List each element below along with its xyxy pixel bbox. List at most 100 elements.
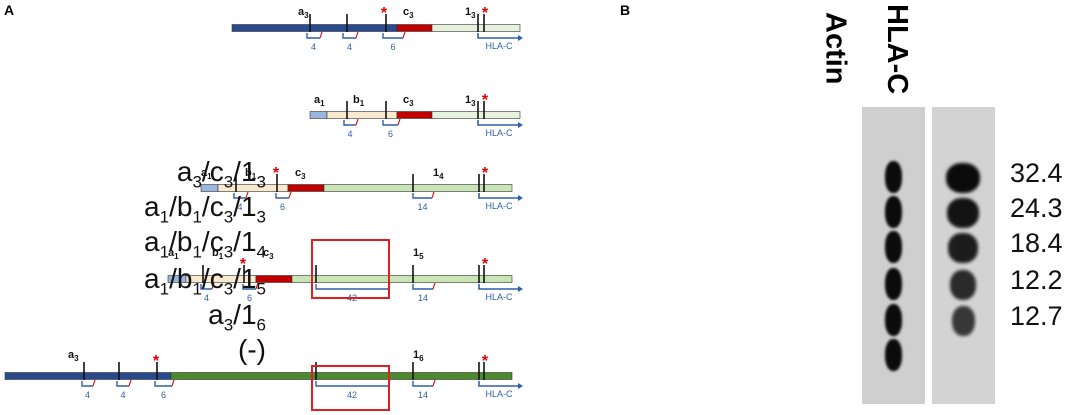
construct-0-stop-star-0: * [381, 5, 388, 22]
hla-band [947, 198, 979, 228]
construct-3-primer-arrow-1 [255, 282, 259, 290]
construct-3-primer-arrow-3 [432, 282, 436, 290]
construct-3-primer-bracket-3 [412, 284, 433, 290]
construct-3-stop-star-0: * [240, 256, 247, 273]
construct-2-stop-star-1: * [482, 165, 489, 182]
hla-band [946, 163, 980, 193]
construct-0-primer-bracket-2 [382, 33, 403, 39]
construct-1-exon-label-1: b1 [353, 94, 365, 108]
construct-3-hla-label: HLA-C [485, 292, 513, 302]
construct-2-primer-bracket-2 [412, 193, 432, 199]
lane-value: 32.4 [1010, 158, 1063, 188]
hla-band [948, 233, 978, 263]
construct-2-primer-arrow-1 [288, 191, 292, 199]
construct-4-primer-arrow-1 [128, 379, 132, 387]
construct-2-primer-arrow-2 [431, 191, 435, 199]
construct-4-exon-label-0: a3 [68, 349, 79, 363]
lane-label: a3/c3/13 [176, 156, 266, 192]
construct-0-primer-arrow-2 [402, 31, 406, 39]
actin-band [885, 231, 902, 263]
construct-1-primer-length-1: 6 [388, 129, 393, 139]
lane-label: a1/b1/c3/14 [144, 226, 266, 262]
construct-4-segment-1 [170, 372, 513, 380]
construct-1-exon-label-2: c3 [403, 94, 414, 108]
lane-label: a3/16 [208, 299, 266, 335]
construct-0-segment-2 [431, 24, 521, 32]
construct-1-exon-label-0: a1 [314, 94, 325, 108]
construct-0-primer-arrow-0 [319, 31, 323, 39]
construct-3-hla-arrowhead [518, 286, 523, 292]
construct-1-segment-0 [309, 111, 328, 119]
actin-band [885, 268, 902, 300]
construct-4-hla-bracket [478, 381, 518, 387]
construct-1-hla-label: HLA-C [485, 128, 513, 138]
construct-4-primer-bracket-0 [81, 381, 93, 387]
construct-2-exon-label-1: b1 [245, 167, 257, 181]
construct-2-hla-arrowhead [518, 195, 523, 201]
construct-2-primer-length-0: 4 [237, 202, 242, 212]
construct-1-primer-bracket-0 [343, 120, 356, 126]
construct-4-primer-arrow-2 [171, 379, 175, 387]
actin-band [885, 304, 902, 336]
construct-3-primer-length-3: 14 [418, 293, 428, 303]
lane-label: a1/b1/c3/13 [144, 191, 266, 227]
construct-4-primer-bracket-4 [412, 381, 433, 387]
panel-a-label: A [4, 2, 15, 18]
construct-4-primer-length-4: 14 [418, 390, 428, 400]
lane-value: 24.3 [1010, 193, 1063, 223]
lane-label: a1/b1/c3/15 [144, 263, 266, 299]
construct-2-primer-bracket-0 [233, 193, 246, 199]
construct-0-primer-length-2: 6 [390, 42, 395, 52]
construct-0-segment-0 [231, 24, 398, 32]
panel-b-label: B [620, 2, 631, 18]
construct-2-primer-arrow-0 [245, 191, 249, 199]
lane-value: 18.4 [1010, 228, 1063, 258]
lane-label: (-) [238, 334, 266, 365]
construct-2-exon-label-2: c3 [295, 167, 306, 181]
construct-4-exon-label-1: 16 [413, 349, 424, 363]
lane-value: 12.7 [1010, 301, 1063, 331]
construct-0-exon-label-0: a3 [298, 6, 309, 20]
construct-4-primer-bracket-3 [315, 381, 388, 387]
construct-0-hla-label: HLA-C [485, 41, 513, 51]
construct-4-stop-star-1: * [482, 353, 489, 370]
construct-0-primer-length-1: 4 [347, 42, 352, 52]
construct-2-exon-label-3: 14 [433, 167, 444, 181]
hla-band [951, 306, 975, 336]
construct-3-exon-label-2: c3 [263, 247, 274, 261]
construct-2-hla-label: HLA-C [485, 201, 513, 211]
construct-3-primer-bracket-2 [315, 284, 388, 290]
construct-3-primer-bracket-0 [200, 284, 212, 290]
construct-2-primer-length-1: 6 [280, 202, 285, 212]
construct-0-primer-arrow-1 [355, 31, 359, 39]
actin-band [885, 339, 902, 371]
actin-band [885, 196, 902, 228]
construct-1-exon-label-3: 13 [465, 94, 476, 108]
construct-1-primer-arrow-1 [397, 118, 401, 126]
construct-0-primer-length-0: 4 [311, 42, 316, 52]
construct-4-primer-arrow-4 [432, 379, 436, 387]
construct-4-segment-0 [4, 372, 172, 380]
construct-2-exon-label-0: a1 [201, 167, 212, 181]
construct-4-primer-length-0: 4 [85, 390, 90, 400]
construct-0-stop-star-1: * [482, 5, 489, 22]
construct-4-stop-star-0: * [153, 353, 160, 370]
construct-1-hla-arrowhead [518, 122, 523, 128]
construct-1-primer-length-0: 4 [347, 129, 352, 139]
construct-2-segment-3 [323, 184, 513, 192]
construct-4-primer-bracket-1 [116, 381, 129, 387]
construct-3-primer-length-1: 6 [247, 293, 252, 303]
construct-4-primer-bracket-2 [154, 381, 172, 387]
construct-0-segment-1 [396, 24, 433, 32]
construct-1-segment-3 [431, 111, 521, 119]
construct-3-exon-label-3: 15 [413, 247, 424, 261]
construct-2-hla-bracket [478, 193, 518, 199]
construct-4-hla-arrowhead [518, 383, 523, 389]
construct-3-primer-bracket-1 [242, 284, 256, 290]
hla-band [949, 270, 977, 300]
construct-0-exon-label-2: 13 [465, 6, 476, 20]
construct-4-primer-length-3: 42 [347, 390, 357, 400]
actin-band [885, 161, 902, 193]
construct-3-highlight-box-0 [311, 239, 390, 299]
